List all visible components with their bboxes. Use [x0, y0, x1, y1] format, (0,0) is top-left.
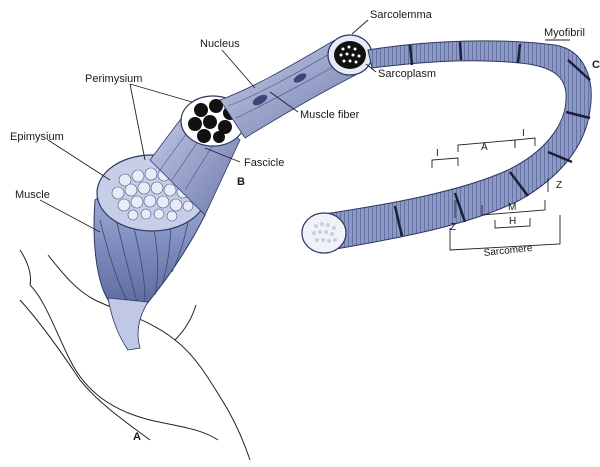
- label-fascicle: Fascicle: [244, 157, 284, 169]
- label-muscle-fiber: Muscle fiber: [300, 109, 360, 121]
- label-z-right: Z: [556, 180, 562, 191]
- label-panel-a: A: [133, 431, 141, 443]
- label-h-zone: H: [509, 216, 516, 227]
- label-sarcolemma: Sarcolemma: [370, 9, 433, 21]
- label-epimysium: Epimysium: [10, 131, 64, 143]
- label-nucleus: Nucleus: [200, 38, 240, 50]
- label-band-a: A: [481, 142, 488, 153]
- label-sarcoplasm: Sarcoplasm: [378, 68, 436, 80]
- label-muscle: Muscle: [15, 189, 50, 201]
- label-band-i-right: I: [522, 128, 525, 139]
- label-panel-b: B: [237, 176, 245, 188]
- muscle-fiber-tube: [220, 35, 372, 138]
- label-perimysium: Perimysium: [85, 73, 142, 85]
- label-myofibril: Myofibril: [544, 27, 585, 39]
- label-panel-c: C: [592, 59, 600, 71]
- label-sarcomere: Sarcomere: [483, 243, 533, 259]
- label-z-left: Z: [450, 222, 456, 233]
- label-m-line: M: [508, 202, 516, 213]
- label-band-i-left: I: [436, 148, 439, 159]
- myofibril-cross-section: [302, 213, 346, 253]
